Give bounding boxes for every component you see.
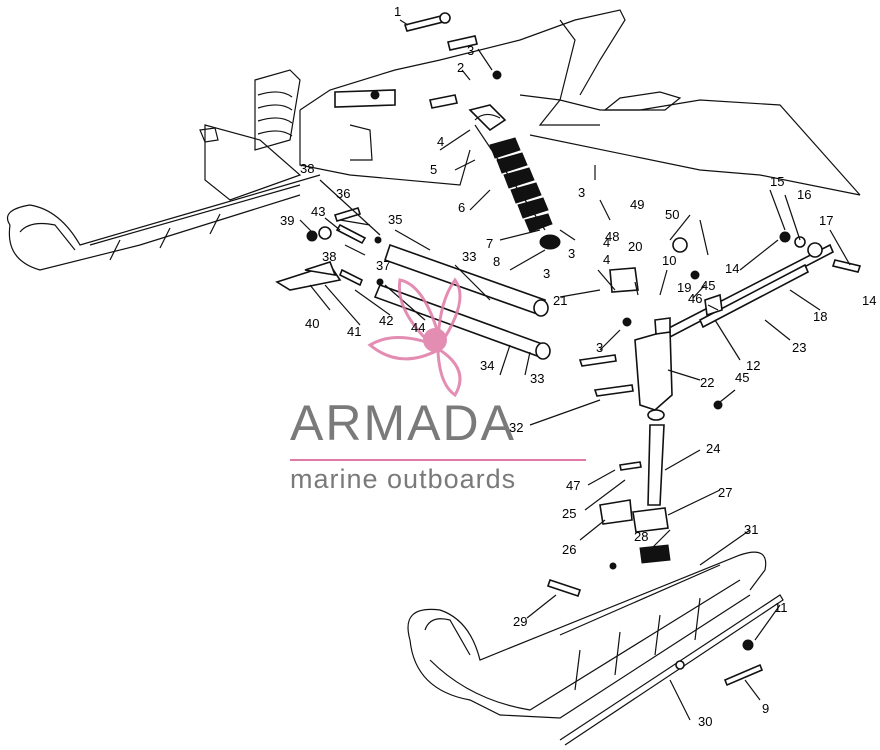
chassis-frame — [299, 9, 861, 196]
callout-28: 28 — [634, 529, 648, 544]
callout-30: 30 — [698, 714, 712, 729]
callout-22: 22 — [700, 375, 714, 390]
watermark-brand: ARMADA — [290, 395, 516, 451]
front-ski — [407, 551, 784, 746]
leader-lines — [299, 19, 851, 721]
callout-10: 10 — [662, 253, 676, 268]
callout-11: 11 — [774, 600, 788, 615]
callout-4: 4 — [603, 235, 610, 250]
callout-15: 15 — [770, 174, 784, 189]
callout-5: 5 — [430, 162, 437, 177]
callout-29: 29 — [513, 614, 527, 629]
callout-38: 38 — [322, 249, 336, 264]
callout-9: 9 — [762, 701, 769, 716]
callout-17: 17 — [819, 213, 833, 228]
callout-3: 3 — [596, 340, 603, 355]
callout-14: 14 — [725, 261, 739, 276]
watermark-tagline: marine outboards — [290, 464, 517, 494]
callout-8: 8 — [493, 254, 500, 269]
callout-4: 4 — [603, 252, 610, 267]
watermark-divider — [290, 459, 586, 461]
callout-39: 39 — [280, 213, 294, 228]
callout-35: 35 — [388, 212, 402, 227]
callout-32: 32 — [509, 420, 523, 435]
rear-coil-spring — [199, 69, 302, 201]
callout-14: 14 — [862, 293, 876, 308]
callout-18: 18 — [813, 309, 827, 324]
callout-25: 25 — [562, 506, 576, 521]
callout-44: 44 — [411, 320, 425, 335]
callout-38: 38 — [300, 161, 314, 176]
callout-3: 3 — [578, 185, 585, 200]
callout-3: 3 — [467, 43, 474, 58]
callout-19: 19 — [677, 280, 691, 295]
linkage-parts — [275, 207, 551, 360]
callout-43: 43 — [311, 204, 325, 219]
callout-31: 31 — [744, 522, 758, 537]
callout-50: 50 — [665, 207, 679, 222]
callout-37: 37 — [376, 258, 390, 273]
spindle-assembly — [546, 267, 673, 598]
callout-16: 16 — [797, 187, 811, 202]
callout-3: 3 — [543, 266, 550, 281]
callout-41: 41 — [347, 324, 361, 339]
callout-26: 26 — [562, 542, 576, 557]
upper-bolts — [334, 12, 502, 109]
callout-21: 21 — [553, 293, 567, 308]
left-ski — [6, 174, 321, 271]
callout-33: 33 — [462, 249, 476, 264]
callout-36: 36 — [336, 186, 350, 201]
callout-42: 42 — [379, 313, 393, 328]
callout-40: 40 — [305, 316, 319, 331]
shock-absorber — [468, 104, 561, 250]
callout-33: 33 — [530, 371, 544, 386]
propeller-logo-icon — [367, 277, 462, 398]
callout-49: 49 — [630, 197, 644, 212]
callout-7: 7 — [486, 236, 493, 251]
callout-27: 27 — [718, 485, 732, 500]
radius-rods — [664, 231, 862, 410]
callout-45: 45 — [701, 278, 715, 293]
callout-6: 6 — [458, 200, 465, 215]
callout-20: 20 — [628, 239, 642, 254]
shock-spring-coils — [489, 137, 561, 250]
callout-3: 3 — [568, 246, 575, 261]
callout-4: 4 — [437, 134, 444, 149]
callout-labels: 1 2 3 3 3 3 3 4 4 4 5 6 7 8 9 10 11 12 1… — [280, 4, 876, 729]
callout-34: 34 — [480, 358, 494, 373]
callout-1: 1 — [394, 4, 401, 19]
callout-48: 48 — [605, 229, 619, 244]
callout-46: 46 — [688, 291, 702, 306]
callout-2: 2 — [457, 60, 464, 75]
callout-12: 12 — [746, 358, 760, 373]
callout-47: 47 — [566, 478, 580, 493]
callout-23: 23 — [792, 340, 806, 355]
callout-24: 24 — [706, 441, 720, 456]
callout-45: 45 — [735, 370, 749, 385]
